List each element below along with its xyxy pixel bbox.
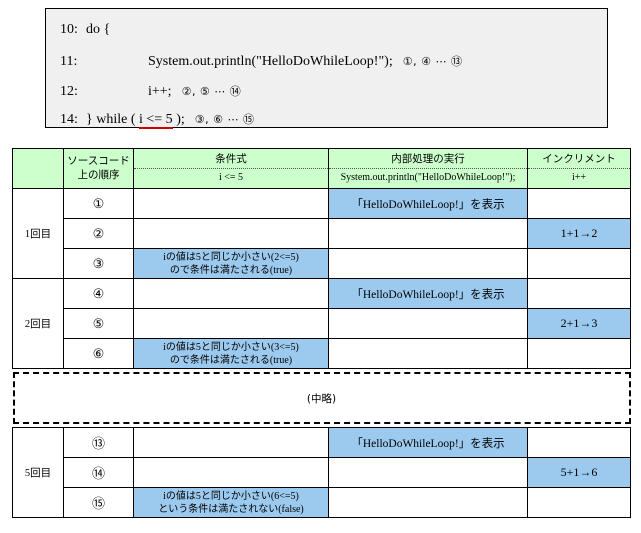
execution-cell — [328, 338, 528, 369]
step-marker: ⑤ — [63, 308, 134, 339]
header-source-order: ソースコード上の順序 — [63, 148, 134, 189]
condition-cell: iの値は5と同じか小さい(3<=5) ので条件は満たされる(true) — [133, 338, 329, 369]
condition-cell — [133, 188, 329, 219]
table-row: 1回目 ① 「HelloDoWhileLoop!」を表示 — [12, 188, 631, 279]
loop-trace-table: ソースコード上の順序 条件式 i <= 5 内部処理の実行 System.out… — [12, 148, 631, 518]
increment-cell: 5+1→6 — [527, 457, 631, 488]
header-corner — [12, 148, 64, 189]
condition-cell — [133, 308, 329, 339]
condition-cell — [133, 427, 329, 458]
step-marker: ⑬ — [63, 427, 134, 458]
code-text: do { — [86, 22, 111, 37]
header-condition: 条件式 i <= 5 — [133, 148, 329, 189]
header-increment: インクリメント i++ — [527, 148, 631, 189]
loop-group-label: 2回目 — [12, 278, 64, 369]
table-row: ⑤ 2+1→3 — [13, 308, 631, 339]
omitted-label: (中略) — [12, 372, 631, 424]
omitted-section-cell: (中略) — [12, 372, 631, 424]
header-execution-title: 内部処理の実行 — [329, 149, 527, 169]
header-increment-title: インクリメント — [528, 149, 630, 169]
code-line-number: 14: — [60, 112, 78, 127]
increment-cell — [527, 427, 631, 458]
header-condition-sub: i <= 5 — [218, 172, 244, 183]
step-marker: ④ — [63, 278, 134, 309]
table-header-row: ソースコード上の順序 条件式 i <= 5 内部処理の実行 System.out… — [12, 148, 631, 189]
omitted-section-row: (中略) — [12, 372, 631, 424]
execution-cell — [328, 308, 528, 339]
header-execution: 内部処理の実行 System.out.println("HelloDoWhile… — [328, 148, 528, 189]
step-marker: ① — [63, 188, 134, 219]
table-row: ⑭ 5+1→6 — [13, 457, 631, 488]
step-marker: ⑥ — [63, 338, 134, 369]
step-markers: ②, ⑤ ⋯ ⑭ — [181, 85, 242, 98]
step-markers: ①, ④ ⋯ ⑬ — [402, 55, 463, 68]
table-row: ② 1+1→2 — [13, 218, 631, 249]
condition-cell: iの値は5と同じか小さい(6<=5) という条件は満たされない(false) — [133, 487, 329, 518]
increment-cell — [527, 338, 631, 369]
condition-cell — [133, 457, 329, 488]
condition-cell: iの値は5と同じか小さい(2<=5) ので条件は満たされる(true) — [133, 248, 329, 279]
code-text: System.out.println("HelloDoWhileLoop!"); — [148, 54, 393, 69]
code-line-11: 11: System.out.println("HelloDoWhileLoop!… — [60, 55, 462, 69]
increment-cell — [527, 248, 631, 279]
increment-cell — [527, 487, 631, 518]
step-marker: ② — [63, 218, 134, 249]
increment-cell: 2+1→3 — [527, 308, 631, 339]
execution-cell — [328, 487, 528, 518]
table-row: ⑮ iの値は5と同じか小さい(6<=5) という条件は満たされない(false) — [13, 487, 631, 518]
execution-cell: 「HelloDoWhileLoop!」を表示 — [328, 278, 528, 309]
code-text: i++; — [148, 84, 172, 99]
table-row: 2回目 ④ 「HelloDoWhileLoop!」を表示 — [12, 278, 631, 369]
condition-cell — [133, 278, 329, 309]
execution-cell — [328, 457, 528, 488]
increment-cell: 1+1→2 — [527, 218, 631, 249]
table-row: ⑥ iの値は5と同じか小さい(3<=5) ので条件は満たされる(true) — [13, 338, 631, 369]
increment-cell — [527, 188, 631, 219]
condition-expression-underlined: i <= 5 — [139, 112, 173, 129]
code-line-number: 12: — [60, 84, 78, 99]
table-row: 5回目 ⑬ 「HelloDoWhileLoop!」を表示 — [12, 427, 631, 518]
execution-cell: 「HelloDoWhileLoop!」を表示 — [328, 188, 528, 219]
loop-group-label: 1回目 — [12, 188, 64, 279]
code-line-number: 11: — [60, 54, 78, 69]
step-marker: ⑮ — [63, 487, 134, 518]
code-text-pre: } while ( — [86, 112, 139, 127]
code-line-number: 10: — [60, 22, 78, 37]
step-markers: ③, ⑥ ⋯ ⑮ — [194, 113, 255, 126]
code-line-12: 12: i++; ②, ⑤ ⋯ ⑭ — [60, 85, 241, 99]
step-marker: ⑭ — [63, 457, 134, 488]
code-text-post: ); — [172, 112, 185, 127]
code-line-14: 14: } while ( i <= 5 ); ③, ⑥ ⋯ ⑮ — [60, 112, 255, 129]
code-block: 10: do { 11: System.out.println("HelloDoWh… — [45, 8, 608, 129]
loop-group-label: 5回目 — [12, 427, 64, 518]
execution-cell — [328, 248, 528, 279]
header-execution-sub: System.out.println("HelloDoWhileLoop!"); — [340, 172, 516, 183]
table-row: ③ iの値は5と同じか小さい(2<=5) ので条件は満たされる(true) — [13, 248, 631, 279]
header-condition-title: 条件式 — [134, 149, 328, 169]
header-increment-sub: i++ — [571, 172, 587, 183]
condition-cell — [133, 218, 329, 249]
execution-cell — [328, 218, 528, 249]
step-marker: ③ — [63, 248, 134, 279]
increment-cell — [527, 278, 631, 309]
code-line-10: 10: do { — [60, 23, 110, 37]
execution-cell: 「HelloDoWhileLoop!」を表示 — [328, 427, 528, 458]
